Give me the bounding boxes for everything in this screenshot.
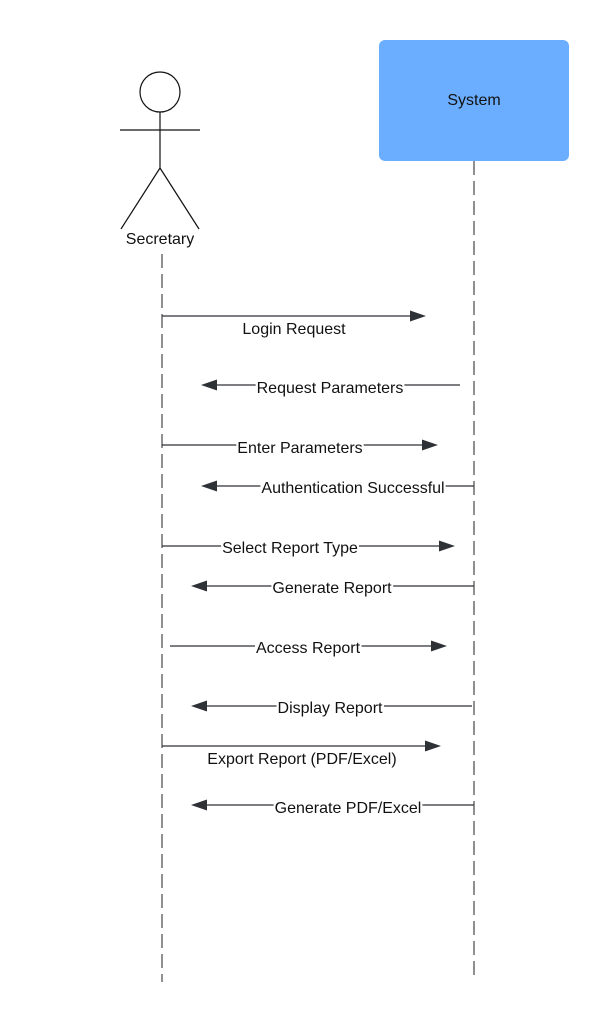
arrow-head-icon: [191, 799, 207, 811]
message-label-background: [255, 380, 405, 398]
message-label-background: [260, 480, 446, 498]
message-label: Authentication Successful: [261, 480, 444, 497]
message-label-background: [271, 580, 394, 598]
arrow-head-icon: [410, 310, 426, 322]
system-label: System: [447, 92, 500, 109]
message-2: Request Parameters: [201, 379, 460, 398]
message-label: Enter Parameters: [237, 440, 362, 457]
arrow-head-icon: [191, 700, 207, 712]
message-3: Enter Parameters: [162, 439, 438, 458]
message-label: Access Report: [256, 640, 361, 657]
message-label: Request Parameters: [257, 380, 404, 397]
message-4: Authentication Successful: [201, 480, 474, 498]
message-label: Generate Report: [272, 580, 392, 597]
message-label: Login Request: [242, 321, 346, 338]
message-label: Generate PDF/Excel: [275, 800, 422, 817]
arrow-head-icon: [431, 640, 447, 652]
message-label-background: [254, 640, 362, 658]
message-label-background: [236, 440, 364, 458]
arrow-head-icon: [201, 480, 217, 492]
message-10: Generate PDF/Excel: [191, 799, 474, 818]
arrow-head-icon: [191, 580, 207, 592]
message-label-background: [276, 700, 385, 718]
arrow-head-icon: [201, 379, 217, 391]
message-label-background: [273, 800, 423, 818]
message-label: Display Report: [278, 700, 383, 717]
actor-left-leg: [120, 167, 161, 230]
message-5: Select Report Type: [162, 540, 455, 558]
actor-head: [139, 71, 181, 113]
message-7: Access Report: [170, 640, 447, 658]
message-6: Generate Report: [191, 580, 474, 598]
arrow-head-icon: [422, 439, 438, 451]
actor-right-leg: [159, 167, 200, 230]
message-label: Select Report Type: [222, 540, 358, 557]
message-8: Display Report: [191, 700, 472, 718]
message-label-background: [221, 540, 359, 558]
message-9: Export Report (PDF/Excel): [162, 740, 441, 768]
system-box: [379, 40, 569, 161]
arrow-head-icon: [439, 540, 455, 552]
participant-system: System: [379, 40, 569, 161]
actor-label: Secretary: [126, 231, 194, 248]
arrow-head-icon: [425, 740, 441, 752]
actor-secretary: Secretary: [120, 71, 200, 248]
message-label: Export Report (PDF/Excel): [207, 751, 396, 768]
message-1: Login Request: [162, 310, 426, 338]
